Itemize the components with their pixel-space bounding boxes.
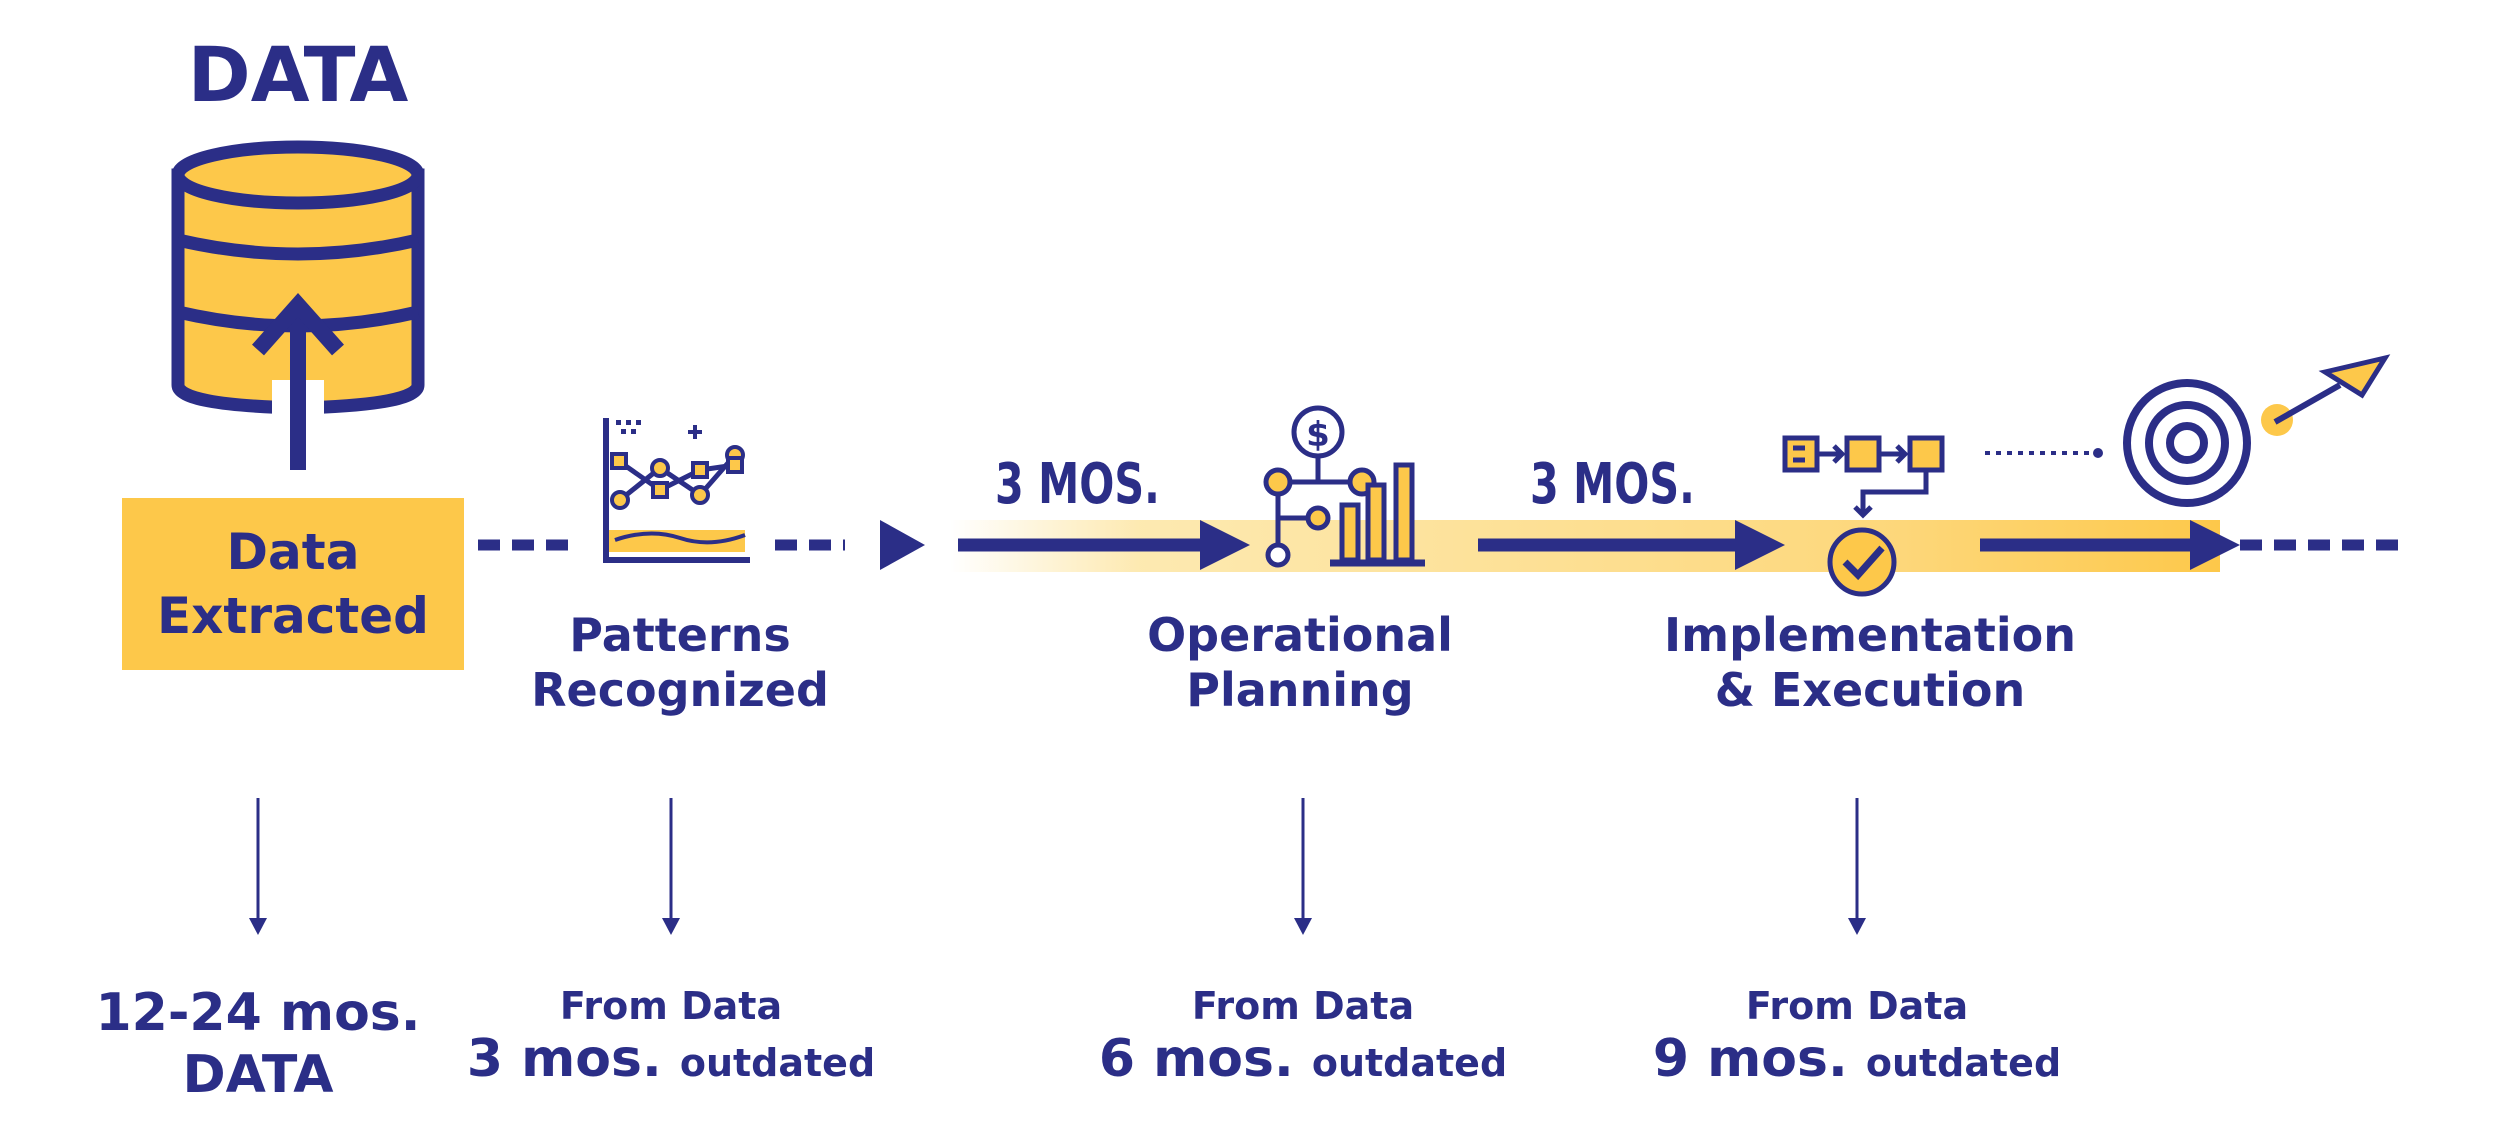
outdated-suffix: outdated: [1311, 1041, 1508, 1085]
outdated-months: 6 mos.: [1098, 1029, 1294, 1089]
stage-label-planning: Operational Planning: [1070, 608, 1530, 718]
stage-label-line: Planning: [1186, 663, 1414, 717]
workflow-check-icon: [1782, 435, 1945, 597]
dotted-connector-end: [2093, 448, 2103, 458]
outdated-suffix: outdated: [679, 1041, 876, 1085]
interval-arrow-2: [1478, 520, 1785, 570]
data-age-caption: DATA: [182, 1045, 334, 1105]
planning-icon: $: [1263, 405, 1425, 568]
interval-arrow-1: [958, 520, 1250, 570]
from-data-label: From Data: [1191, 984, 1415, 1028]
interval-label-2: 3 MOS.: [1530, 452, 1695, 517]
box-label-line-1: Data: [226, 523, 360, 581]
outdated-item-2: From Data 6 mos. outdated: [1053, 983, 1553, 1093]
stage-label-line: Recognized: [531, 663, 829, 717]
diagram-title: DATA: [187, 30, 409, 119]
from-data-label: From Data: [559, 984, 783, 1028]
from-data-label: From Data: [1745, 984, 1969, 1028]
svg-text:$: $: [1306, 415, 1330, 455]
stage-label-line: & Execution: [1714, 663, 2026, 717]
outdated-months: 3 mos.: [466, 1029, 662, 1089]
down-arrows: [249, 798, 1866, 935]
stage-label-line: Operational: [1147, 608, 1453, 662]
data-age-label: 12-24 mos. DATA: [58, 982, 458, 1106]
data-extracted-label: Data Extracted: [122, 520, 464, 648]
outdated-suffix: outdated: [1865, 1041, 2062, 1085]
stage-label-line: Implementation: [1664, 608, 2076, 662]
stage-label-patterns: Patterns Recognized: [450, 608, 910, 718]
stage-label-line: Patterns: [569, 608, 791, 662]
target-arrow-icon: [2123, 354, 2391, 507]
outdated-value: 3 mos. outdated: [421, 1029, 921, 1093]
outdated-item-3: From Data 9 mos. outdated: [1607, 983, 2107, 1093]
outdated-value: 9 mos. outdated: [1607, 1029, 2107, 1093]
play-arrow-icon: [880, 520, 925, 570]
outdated-months: 9 mos.: [1652, 1029, 1848, 1089]
data-age-value: 12-24 mos.: [95, 983, 421, 1043]
stage-label-implementation: Implementation & Execution: [1640, 608, 2100, 718]
interval-label-1: 3 MOS.: [995, 452, 1160, 517]
line-chart-icon: [603, 418, 750, 563]
data-extracted-box: [122, 498, 464, 670]
outdated-value: 6 mos. outdated: [1053, 1029, 1553, 1093]
box-label-line-2: Extracted: [157, 587, 429, 645]
final-arrow: [1980, 520, 2240, 570]
outdated-item-1: From Data 3 mos. outdated: [421, 983, 921, 1093]
